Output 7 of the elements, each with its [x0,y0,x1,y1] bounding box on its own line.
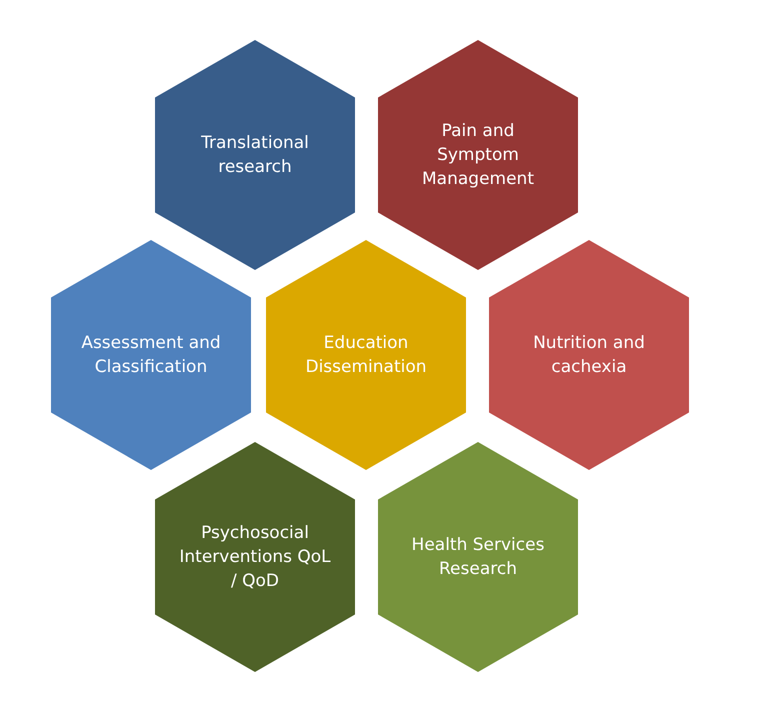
hexagon-label: Pain and Symptom Management [421,120,535,191]
hexagon-label: Translational research [200,132,310,179]
hexagon-label: Psychosocial Interventions QoL / QoD [178,522,332,593]
hexagon-label: Health Services Research [410,534,546,581]
hexagon-label: Nutrition and cachexia [532,332,646,379]
hexagon-label: Education Dissemination [304,332,428,379]
hexagon-label: Assessment and Classification [80,332,222,379]
